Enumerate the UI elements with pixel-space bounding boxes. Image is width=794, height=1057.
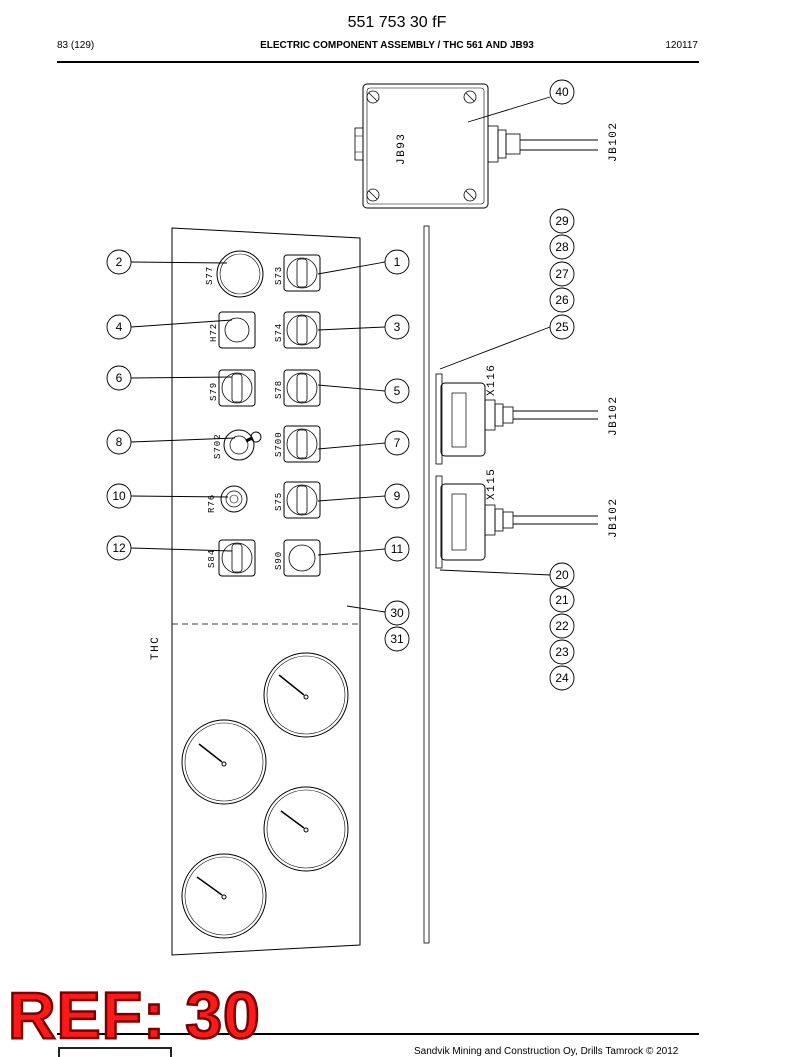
label-jb102-top: JB102 — [608, 121, 620, 162]
jb93-junction-box — [354, 83, 598, 209]
label-s75: S75 — [274, 492, 284, 511]
s702-joystick — [223, 429, 262, 461]
callout-3: 3 — [394, 320, 401, 334]
callout-25: 25 — [555, 320, 569, 334]
label-s702: S702 — [213, 433, 223, 459]
label-jb102-low: JB102 — [608, 497, 620, 538]
callout-10: 10 — [112, 489, 126, 503]
s75-selector-switch — [283, 481, 321, 519]
callout-23: 23 — [555, 645, 569, 659]
callout-24: 24 — [555, 671, 569, 685]
label-s79: S79 — [209, 382, 219, 401]
label-thc: THC — [150, 636, 162, 660]
callout-28: 28 — [555, 240, 569, 254]
s700-selector-switch — [283, 425, 321, 463]
document-date: 120117 — [665, 40, 698, 51]
document-number: 551 753 30 fF — [347, 14, 447, 31]
footer-rule — [57, 1033, 699, 1035]
label-s700: S700 — [274, 431, 284, 457]
callout-9: 9 — [394, 489, 401, 503]
h72-indicator-lamp — [218, 311, 256, 349]
label-s90: S90 — [274, 551, 284, 570]
label-jb102-mid: JB102 — [608, 395, 620, 436]
callout-circles — [106, 79, 575, 691]
connector-x116 — [435, 373, 598, 465]
callout-26: 26 — [555, 293, 569, 307]
s77-pushbutton — [216, 250, 264, 298]
gauge-2 — [181, 719, 267, 805]
s74-selector-switch — [283, 311, 321, 349]
gauge-3 — [263, 786, 349, 872]
label-x116: X116 — [486, 364, 498, 396]
s73-selector-switch — [283, 254, 321, 292]
thc-panel — [171, 227, 361, 956]
label-s78: S78 — [274, 380, 284, 399]
label-s84: S84 — [207, 549, 217, 568]
s84-selector-switch — [218, 539, 256, 577]
page-number: 83 (129) — [57, 40, 95, 51]
leader-lines — [130, 96, 551, 613]
label-h72: H72 — [209, 323, 219, 342]
callout-7: 7 — [394, 436, 401, 450]
callout-11: 11 — [391, 542, 404, 556]
label-s74: S74 — [274, 323, 284, 342]
label-s73: S73 — [274, 266, 284, 285]
label-x115: X115 — [486, 468, 498, 500]
callout-27: 27 — [555, 267, 569, 281]
r76-potentiometer — [220, 485, 248, 513]
s79-selector-switch — [218, 369, 256, 407]
label-r76: R76 — [207, 494, 217, 513]
callout-6: 6 — [116, 371, 123, 385]
header-rule — [57, 61, 699, 63]
callout-21: 21 — [555, 593, 569, 607]
callout-40: 40 — [555, 85, 569, 99]
gauge-1 — [263, 652, 349, 738]
callout-1: 1 — [394, 255, 401, 269]
callout-12: 12 — [112, 541, 126, 555]
callout-31: 31 — [390, 632, 404, 646]
s90-pushbutton — [283, 539, 321, 577]
callout-5: 5 — [394, 384, 401, 398]
label-s77: S77 — [205, 266, 215, 285]
callout-4: 4 — [116, 320, 123, 334]
callout-22: 22 — [555, 619, 569, 633]
callout-30: 30 — [390, 606, 404, 620]
ref-stamp: REF: 30 — [7, 978, 261, 1052]
sandvik-logo — [58, 1047, 172, 1057]
label-jb93: JB93 — [396, 133, 408, 165]
page-title: ELECTRIC COMPONENT ASSEMBLY / THC 561 AN… — [260, 40, 534, 51]
callout-20: 20 — [555, 568, 569, 582]
callout-8: 8 — [116, 435, 123, 449]
gauge-4 — [181, 853, 267, 939]
mounting-rail — [423, 225, 430, 944]
callout-29: 29 — [555, 214, 569, 228]
copyright-text: Sandvik Mining and Construction Oy, Dril… — [414, 1046, 679, 1057]
s78-selector-switch — [283, 369, 321, 407]
callout-2: 2 — [116, 255, 123, 269]
connector-x115 — [435, 475, 598, 569]
